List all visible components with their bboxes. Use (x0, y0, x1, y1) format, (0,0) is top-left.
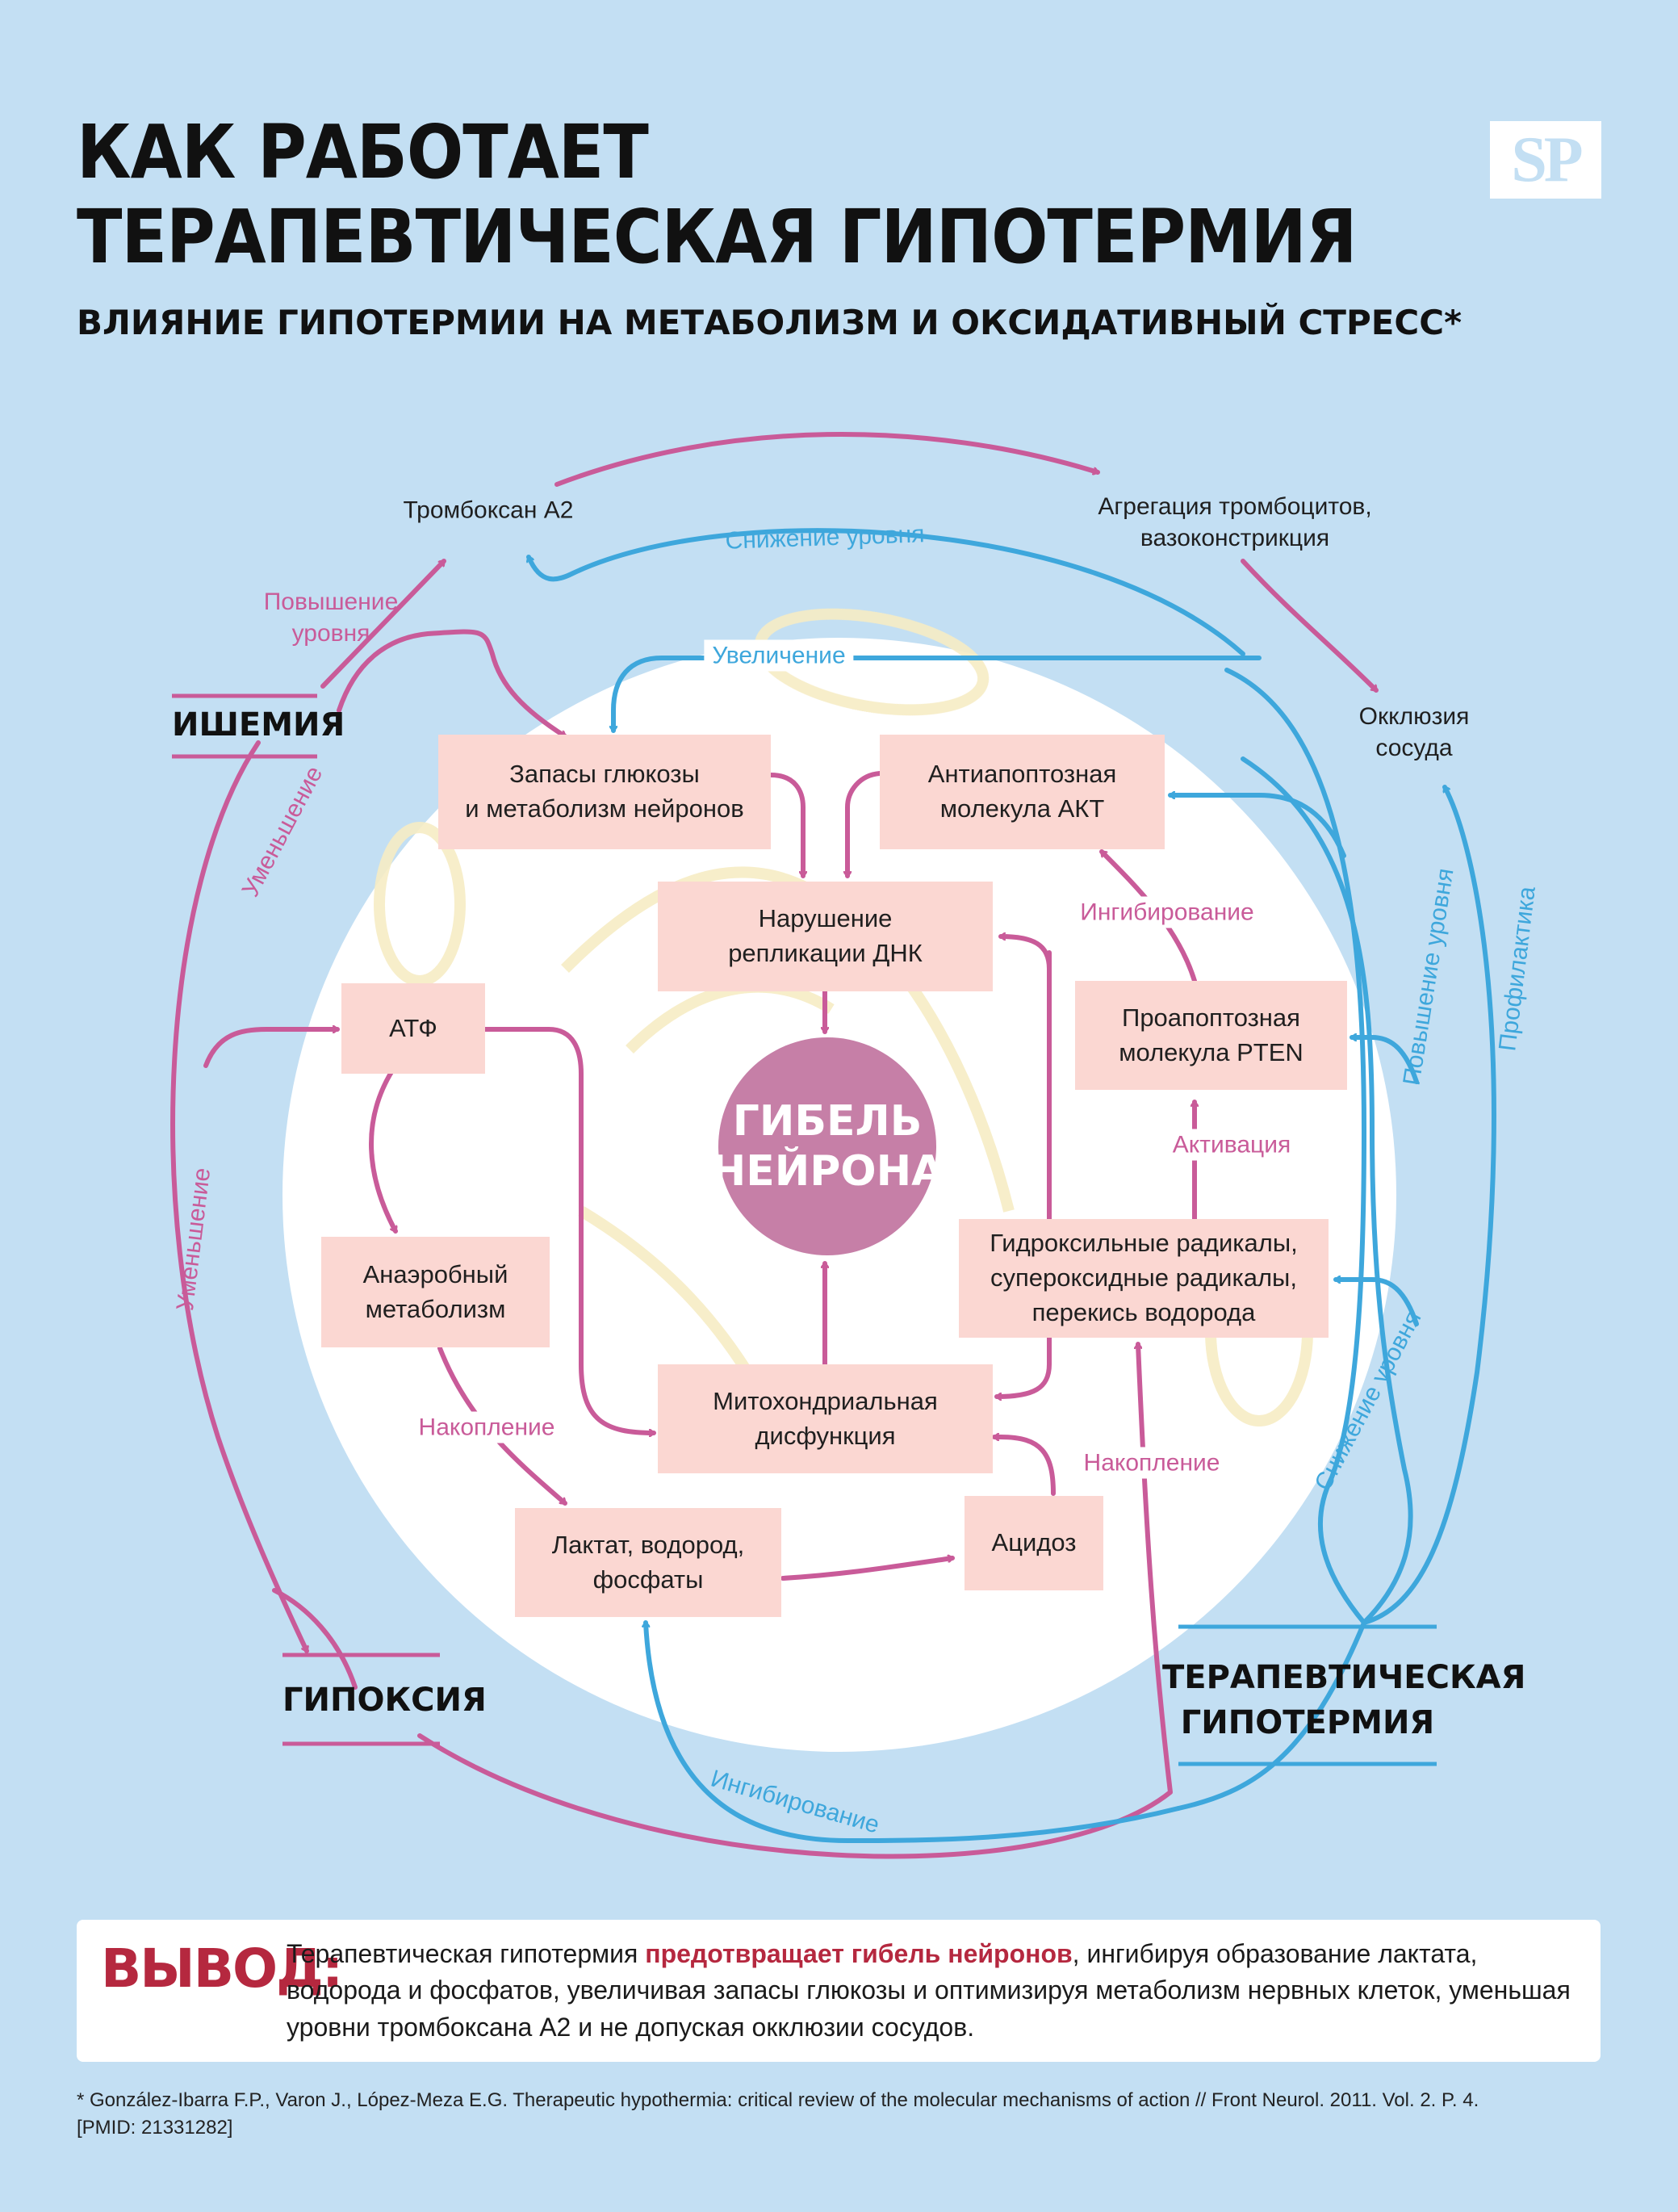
radicals-box: Гидроксильные радикалы, супероксидные ра… (959, 1219, 1329, 1338)
therapy-title: ТЕРАПЕВТИЧЕСКАЯ ГИПОТЕРМИЯ (1162, 1659, 1526, 1741)
blue-arrows (529, 528, 1496, 1843)
arrow-aggregation-occlusion (1241, 559, 1379, 693)
side-bars (172, 693, 1437, 1766)
ischemia-title: ИШЕМИЯ (172, 706, 345, 744)
dna-box: Нарушение репликации ДНК (658, 882, 993, 991)
arrow-ischemia-thromboxane (320, 559, 446, 689)
arrow-to-radicals (1336, 1280, 1419, 1326)
thromboxane-label: Тромбоксан А2 (403, 496, 574, 524)
arrow-therapy-right-1 (1241, 756, 1413, 1625)
glucose-box: Запасы глюкозы и метаболизм нейронов (438, 735, 771, 849)
conclusion-text-after: , ингибируя образование лактата, водород… (287, 1939, 1571, 2042)
label-activation: Активация (1167, 1129, 1296, 1161)
arrow-to-pten (1352, 1037, 1419, 1084)
conclusion-highlight: предотвращает гибель нейронов (645, 1939, 1073, 1968)
label-accumulation-left: Накопление (413, 1411, 560, 1443)
aggregation-label: Агрегация тромбоцитов, вазоконстрикция (1098, 493, 1372, 551)
footnote: * González-Ibarra F.P., Varon J., López-… (77, 2089, 1479, 2139)
arrow-hypoxia-inner (272, 1588, 358, 1690)
arrow-therapy-bottom (1176, 1620, 1366, 1811)
arrow-inhibition-lactate (646, 1623, 1181, 1843)
neuron-death-circle: ГИБЕЛЬ НЕЙРОНА (711, 1037, 944, 1255)
sp-logo: SP (1490, 121, 1601, 199)
occlusion-label: Окклюзия сосуда (1358, 703, 1470, 761)
arrow-ischemia-hypoxia-outer (170, 740, 307, 1653)
conclusion-panel: ВЫВОД: Терапевтическая гипотермия предот… (77, 1920, 1601, 2062)
pten-box: Проапоптозная молекула PTEN (1075, 981, 1347, 1090)
arrow-atp-mito (482, 1027, 654, 1433)
label-inhibition-right: Ингибирование (1075, 896, 1259, 928)
page-title-line2: ТЕРАПЕВТИЧЕСКАЯ ГИПОТЕРМИЯ (77, 194, 1357, 280)
acidosis-box: Ацидоз (965, 1496, 1103, 1590)
atp-box: АТФ (341, 983, 485, 1074)
anaerobic-box: Анаэробный метаболизм (321, 1237, 550, 1347)
arrow-akt-dna (847, 771, 882, 876)
label-accumulation-right: Накопление (1078, 1447, 1225, 1479)
lactate-box: Лактат, водород, фосфаты (515, 1508, 781, 1617)
conclusion-label: ВЫВОД: (101, 1938, 343, 2000)
conclusion-text: Терапевтическая гипотермия предотвращает… (287, 1936, 1578, 2046)
arrow-acidosis-mito (994, 1437, 1056, 1496)
arrow-thromboxane-aggregation (554, 431, 1100, 487)
arrow-lactate-acidosis (780, 1558, 952, 1581)
label-increase-level-top: Повышение уровня (263, 589, 399, 647)
arrow-decrease-thromboxane (529, 528, 1245, 656)
arrow-glucose-dna (768, 773, 803, 876)
page-subtitle: ВЛИЯНИЕ ГИПОТЕРМИИ НА МЕТАБОЛИЗМ И ОКСИД… (77, 303, 1462, 342)
page-title-line1: КАК РАБОТАЕТ (77, 109, 649, 195)
akt-box: Антиапоптозная молекула АКТ (880, 735, 1165, 849)
mito-box: Митохондриальная дисфункция (658, 1364, 993, 1473)
arrow-loop-dna (1001, 936, 1052, 971)
arrow-atp-anaerobic (369, 1063, 398, 1234)
arrow-increase-glucose (613, 656, 1262, 731)
arrow-to-akt (1170, 795, 1346, 858)
conclusion-text-before: Терапевтическая гипотермия (287, 1939, 646, 1968)
label-increase-mid: Увеличение (704, 639, 854, 672)
arrow-ischemia-glucose (337, 629, 567, 739)
arrow-therapy-occlusion (1362, 785, 1496, 1625)
arrow-therapy-right-2 (1224, 668, 1366, 1625)
hypoxia-title: ГИПОКСИЯ (282, 1682, 487, 1719)
arrow-left-atp (203, 1029, 337, 1068)
